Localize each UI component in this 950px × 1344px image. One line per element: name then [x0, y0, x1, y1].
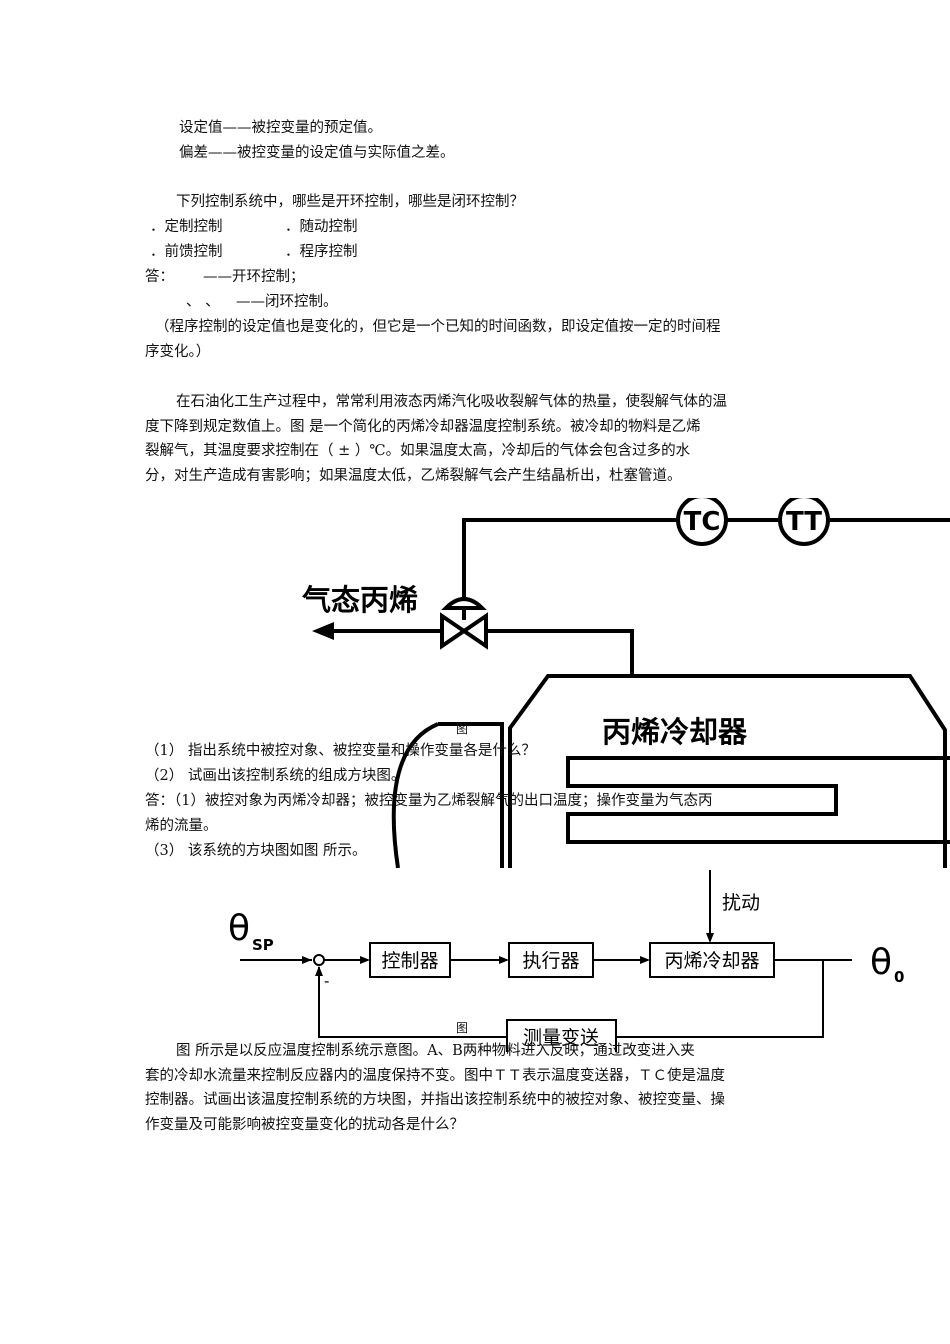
disturbance-label: 扰动	[722, 892, 760, 914]
tt-circle	[778, 498, 830, 546]
paragraph-3-line-1: 在石油化工生产过程中，常常利用液态丙烯汽化吸收裂解气体的热量，使裂解气体的温	[176, 394, 727, 410]
question-2: （2） 试画出该控制系统的组成方块图。	[145, 768, 406, 784]
transmitter-label: 测量变送	[523, 1027, 599, 1049]
option-a: ．定制控制	[150, 219, 223, 235]
paragraph-3-line-3: 裂解气，其温度要求控制在（ ± ）℃。如果温度太高，冷却后的气体会包含过多的水	[145, 443, 691, 459]
paragraph-4-line-4: 作变量及可能影响被控变量变化的扰动各是什么？	[145, 1117, 464, 1133]
answer-1-line-1: 答：（1）被控对象为丙烯冷却器；被控变量为乙烯裂解气的出口温度；操作变量为气态丙	[145, 793, 713, 809]
actuator-label: 执行器	[522, 950, 579, 972]
cooler-label: 丙烯冷却器	[602, 715, 748, 749]
paragraph-4-line-2: 套的冷却水流量来控制反应器内的温度保持不变。图中ＴＴ表示温度变送器，ＴＣ使是温度	[145, 1068, 725, 1084]
controller-label: 控制器	[381, 950, 438, 972]
tc-label: TC	[684, 507, 721, 537]
definition-deviation: 偏差——被控变量的设定值与实际值之差。	[179, 145, 455, 161]
paragraph-3-line-2: 度下降到规定数值上。图 是一个简化的丙烯冷却器温度控制系统。被冷却的物料是乙烯	[145, 419, 701, 435]
definition-setpoint: 设定值——被控变量的预定值。	[179, 120, 382, 136]
answer-prefix: 答：	[145, 269, 174, 285]
paragraph-4-line-1: 图 所示是以反应温度控制系统示意图。A、B两种物料进入反映，通过改变进入夹	[176, 1043, 695, 1059]
paragraph-4-line-3: 控制器。试画出该温度控制系统的方块图，并指出该控制系统中的被控对象、被控变量、操	[145, 1092, 725, 1108]
theta-sp-subscript: SP	[252, 936, 274, 954]
block-diagram: θ SP θ 0 - 控制器 执行器 丙烯冷却器 测量变送 扰动	[228, 870, 904, 1052]
minus-sign: -	[324, 972, 329, 990]
theta-sp-symbol: θ	[228, 908, 250, 949]
answer-closed-loop: ——闭环控制。	[236, 294, 338, 310]
propylene-cooler-diagram: TC TT 气态丙烯 丙烯冷却器	[301, 498, 950, 868]
figure-1-caption: 图	[456, 722, 469, 736]
summing-junction	[313, 954, 325, 966]
answer-1-line-2: 烯的流量。	[145, 818, 218, 834]
answer-3: （3） 该系统的方块图如图 所示。	[145, 843, 367, 859]
option-b: ．随动控制	[285, 219, 358, 235]
process-label: 丙烯冷却器	[664, 950, 759, 972]
option-c: ．前馈控制	[150, 244, 223, 260]
question-title: 下列控制系统中，哪些是开环控制，哪些是闭环控制？	[176, 194, 524, 210]
note-line-1: （程序控制的设定值也是变化的，但它是一个已知的时间函数，即设定值按一定的时间程	[155, 319, 721, 335]
answer-separators: 、 、	[186, 294, 220, 310]
figure-2-caption: 图	[456, 1021, 469, 1035]
tc-circle	[676, 498, 728, 546]
option-d: ．程序控制	[285, 244, 358, 260]
answer-open-loop: ——开环控制；	[203, 269, 305, 285]
theta-o-subscript: 0	[894, 968, 904, 986]
theta-o-symbol: θ	[870, 942, 892, 983]
question-1: （1） 指出系统中被控对象、被控变量和操作变量各是什么？	[145, 743, 536, 759]
transmitter-block	[506, 1019, 617, 1052]
note-line-2: 序变化。）	[145, 344, 211, 360]
gas-propylene-label: 气态丙烯	[301, 583, 418, 617]
paragraph-3-line-4: 分，对生产造成有害影响；如果温度太低，乙烯裂解气会产生结晶析出，杜塞管道。	[145, 468, 682, 484]
tt-label: TT	[786, 507, 822, 537]
